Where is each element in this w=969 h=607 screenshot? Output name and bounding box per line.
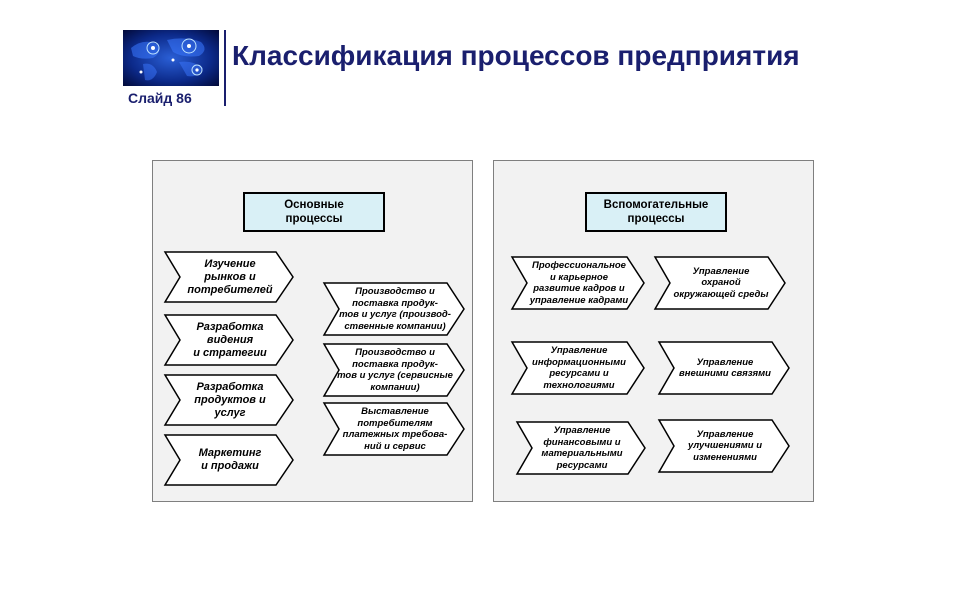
title-divider [224,30,226,106]
chevron-production-manufacturing: Производство и поставка продук- тов и ус… [323,282,465,336]
chevron-improvements-changes: Управление улучшениями и изменениями [658,419,790,473]
globe-logo-image [123,30,219,86]
chevron-external-relations: Управление внешними связями [658,341,790,395]
chevron-marketing-sales: Маркетинг и продажи [164,434,294,486]
chevron-product-development: Разработка продуктов и услуг [164,374,294,426]
chevron-production-services: Производство и поставка продук- тов и ус… [323,343,465,397]
chevron-hr-development: Профессиональное и карьерное развитие ка… [511,256,645,310]
chevron-financial-resources: Управление финансовыми и материальными р… [516,421,646,475]
slide-number-label: Слайд 86 [128,90,192,106]
chevron-market-research: Изучение рынков и потребителей [164,251,294,303]
support-processes-panel: Вспомогательные процессы Профессионально… [493,160,814,502]
main-processes-panel: Основные процессы Изучение рынков и потр… [152,160,473,502]
chevron-it-resources: Управление информационными ресурсами и т… [511,341,645,395]
main-processes-header: Основные процессы [243,192,385,232]
chevron-environmental: Управление охраной окружающей среды [654,256,786,310]
support-processes-header: Вспомогательные процессы [585,192,727,232]
chevron-billing-service: Выставление потребителям платежных требо… [323,402,465,456]
chevron-vision-strategy: Разработка видения и стратегии [164,314,294,366]
slide-title: Классификация процессов предприятия [232,40,800,72]
